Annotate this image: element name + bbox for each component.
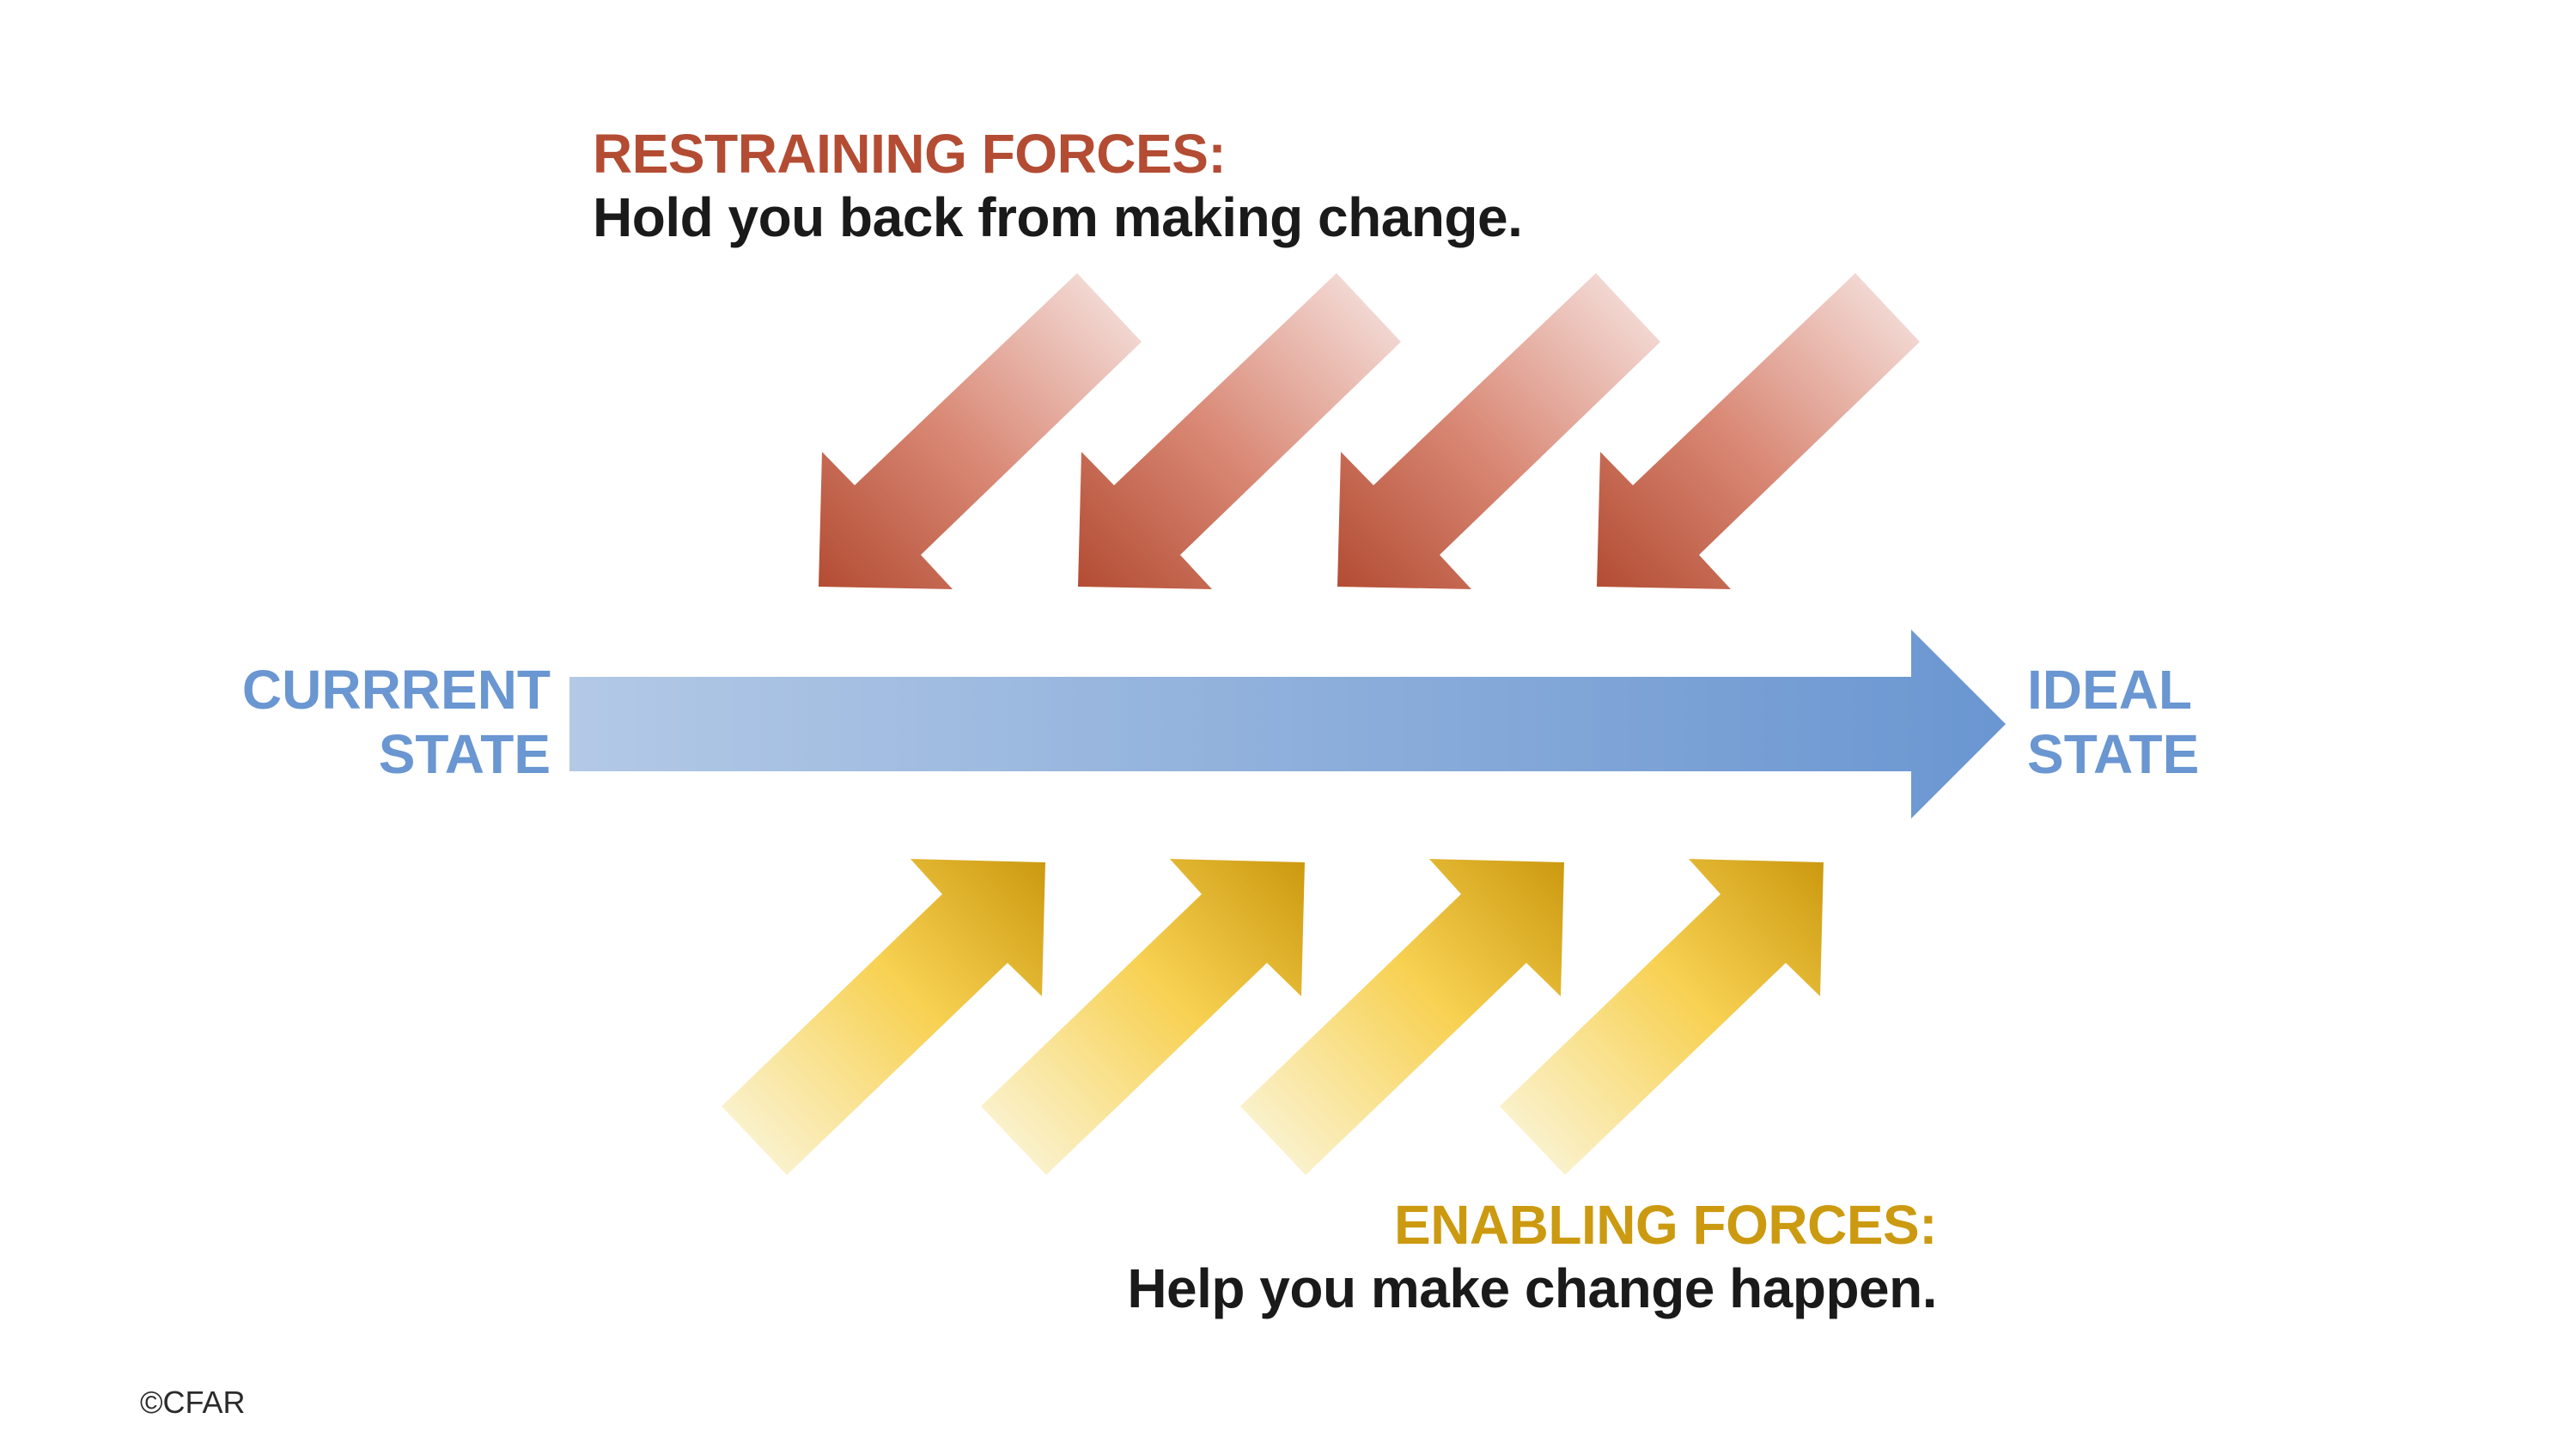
enabling-arrow-icon — [722, 859, 1045, 1175]
enabling-arrow-icon — [1500, 859, 1824, 1175]
restraining-arrow-icon — [1078, 273, 1401, 589]
enabling-forces-title: ENABLING FORCES: — [1394, 1194, 1937, 1256]
current-state-label: CURRRENT STATE — [242, 658, 551, 787]
enabling-forces-description: Help you make change happen. — [1127, 1257, 1937, 1319]
restraining-arrow-icon — [1597, 273, 1920, 589]
restraining-arrow-icon — [819, 273, 1142, 589]
enabling-arrows — [722, 859, 1824, 1175]
ideal-state-label: IDEAL STATE — [2027, 658, 2199, 787]
restraining-arrow-icon — [1337, 273, 1660, 589]
restraining-forces-description: Hold you back from making change. — [593, 186, 1523, 248]
ideal-state-line1: IDEAL — [2027, 659, 2192, 721]
restraining-forces-title: RESTRAINING FORCES: — [593, 123, 1227, 185]
enabling-arrow-icon — [1240, 859, 1564, 1175]
restraining-arrows — [819, 273, 1920, 589]
copyright-notice: ©CFAR — [140, 1385, 246, 1420]
enabling-forces-label: ENABLING FORCES: Help you make change ha… — [1127, 1193, 1937, 1320]
restraining-forces-label: RESTRAINING FORCES: Hold you back from m… — [593, 122, 1523, 249]
enabling-arrow-icon — [981, 859, 1305, 1175]
main-arrow-icon — [569, 630, 2006, 819]
ideal-state-line2: STATE — [2027, 723, 2200, 785]
current-state-line2: STATE — [378, 723, 551, 785]
current-state-line1: CURRRENT — [241, 659, 551, 721]
